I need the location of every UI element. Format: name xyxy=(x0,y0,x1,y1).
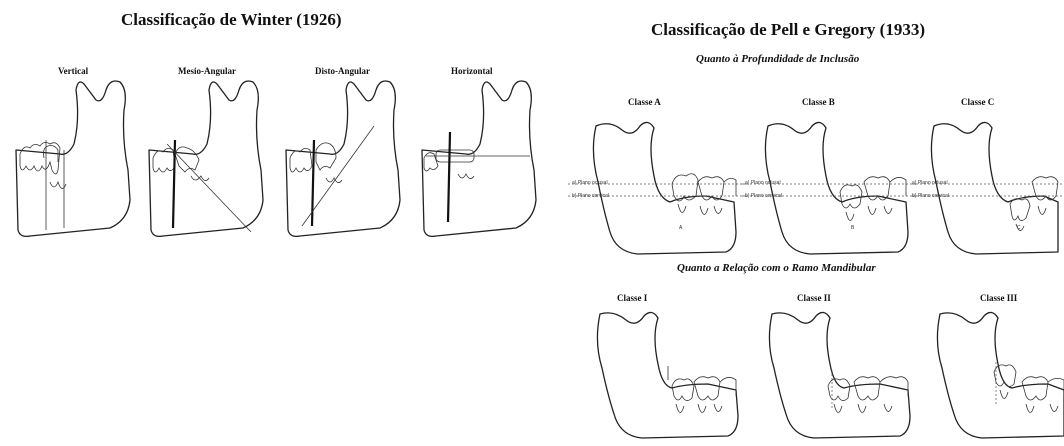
winter-diagram-disto-angular xyxy=(282,70,412,250)
pell-diagram-classe-iii xyxy=(930,306,1064,446)
winter-diagram-vertical xyxy=(10,70,140,250)
pell-diagram-classe-ii xyxy=(762,306,922,446)
winter-diagram-mesio-angular xyxy=(145,70,275,250)
pell-ramus-subtitle: Quanto a Relação com o Ramo Mandibular xyxy=(677,262,876,274)
pell-label-classe-i: Classe I xyxy=(617,293,647,303)
pell-label-classe-b: Classe B xyxy=(802,97,835,107)
winter-title: Classificação de Winter (1926) xyxy=(121,10,342,30)
pell-diagram-classe-b xyxy=(760,112,920,262)
pell-label-classe-a: Classe A xyxy=(628,97,661,107)
pell-title: Classificação de Pell e Gregory (1933) xyxy=(651,20,925,40)
pell-label-classe-iii: Classe III xyxy=(980,293,1017,303)
pell-diagram-classe-i xyxy=(590,306,750,446)
winter-diagram-horizontal xyxy=(418,70,548,250)
pell-label-classe-ii: Classe II xyxy=(797,293,831,303)
pell-diagram-classe-a xyxy=(588,112,748,262)
pell-depth-subtitle: Quanto à Profundidade de Inclusão xyxy=(696,53,859,65)
pell-diagram-classe-c xyxy=(926,112,1064,262)
pell-label-classe-c: Classe C xyxy=(961,97,994,107)
